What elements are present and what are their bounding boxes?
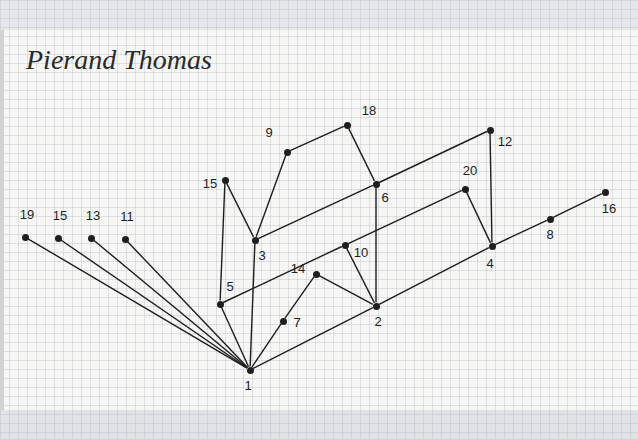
line-segment: [490, 133, 492, 242]
point-number: 16: [602, 202, 616, 216]
number-point: 11: [122, 236, 129, 243]
connector-line: [553, 194, 602, 218]
line-segment: [319, 276, 373, 305]
line-segment: [252, 324, 281, 367]
connector-line: [127, 242, 247, 368]
line-segment: [258, 185, 373, 238]
point-number: 6: [381, 191, 388, 205]
point-number: 19: [20, 208, 34, 222]
connector-line: [466, 192, 490, 243]
point-number: 7: [293, 316, 300, 330]
line-segment: [250, 243, 255, 366]
connector-line: [376, 188, 377, 303]
number-point: 9: [284, 149, 291, 156]
connector-line: [256, 155, 286, 236]
point-number: 14: [291, 262, 305, 276]
point-number: 8: [546, 228, 553, 242]
number-point: 4: [489, 243, 496, 250]
number-point: 19: [22, 234, 29, 241]
line-segment: [379, 248, 489, 305]
number-point: 15: [55, 235, 62, 242]
connector-line: [61, 240, 247, 368]
number-point: 3: [252, 237, 259, 244]
connector-line: [253, 308, 373, 369]
number-point: 7: [280, 318, 287, 325]
connector-line: [94, 240, 248, 368]
connector-line: [220, 183, 225, 300]
line-segment: [94, 240, 248, 368]
line-segment: [495, 220, 547, 244]
number-point: 5: [217, 301, 224, 308]
connector-line: [252, 324, 281, 367]
line-segment: [253, 308, 373, 369]
number-point: 1: [247, 367, 254, 374]
point-number: 18: [362, 104, 376, 118]
connector-line: [349, 128, 375, 181]
connector-line: [495, 220, 547, 244]
point-number: 9: [265, 126, 272, 140]
number-point: 13: [88, 235, 95, 242]
point-number: 11: [120, 210, 134, 224]
connector-line: [250, 243, 255, 366]
point-number: 15: [203, 177, 217, 191]
number-point: 18: [344, 122, 351, 129]
title: Pierand Thomas: [26, 44, 212, 76]
point-number: 15: [53, 209, 67, 223]
number-point: 8: [547, 216, 554, 223]
line-segment: [227, 183, 254, 237]
number-point: 2: [373, 303, 380, 310]
line-segment: [61, 240, 247, 368]
connector-line: [227, 183, 254, 237]
connector-line: [223, 246, 342, 302]
connector-line: [28, 239, 247, 368]
line-segment: [127, 242, 247, 368]
line-segment: [223, 246, 342, 302]
point-number: 13: [86, 209, 100, 223]
connector-line: [221, 307, 248, 367]
line-segment: [220, 183, 225, 300]
number-point: 14: [313, 271, 320, 278]
number-point: 10: [342, 242, 349, 249]
line-segment: [348, 190, 462, 243]
line-segment: [290, 126, 344, 150]
connector-line: [258, 185, 373, 238]
line-segment: [466, 192, 490, 243]
number-point: 12: [487, 127, 494, 134]
point-number: 12: [498, 135, 512, 149]
point-number: 20: [463, 164, 477, 178]
line-segment: [28, 239, 247, 368]
connector-line: [348, 190, 462, 243]
line-segment: [349, 128, 375, 181]
connector-line: [379, 131, 487, 182]
number-point: 6: [373, 181, 380, 188]
line-segment: [375, 188, 376, 303]
connector-line: [290, 126, 344, 150]
line-segment: [285, 277, 314, 318]
point-number: 5: [226, 280, 233, 294]
connector-line: [285, 277, 314, 318]
number-point: 15: [222, 177, 229, 184]
point-number: 3: [258, 249, 265, 263]
point-number: 1: [244, 379, 251, 393]
point-number: 2: [374, 315, 381, 329]
connector-line: [319, 276, 373, 305]
line-segment: [221, 307, 248, 367]
connector-line: [379, 248, 489, 305]
number-point: 16: [602, 189, 609, 196]
line-segment: [256, 155, 286, 236]
point-number: 4: [486, 257, 493, 271]
line-segment: [379, 131, 487, 182]
point-number: 10: [354, 246, 368, 260]
number-point: 20: [462, 186, 469, 193]
line-segment: [553, 194, 602, 218]
connector-line: [490, 133, 492, 242]
